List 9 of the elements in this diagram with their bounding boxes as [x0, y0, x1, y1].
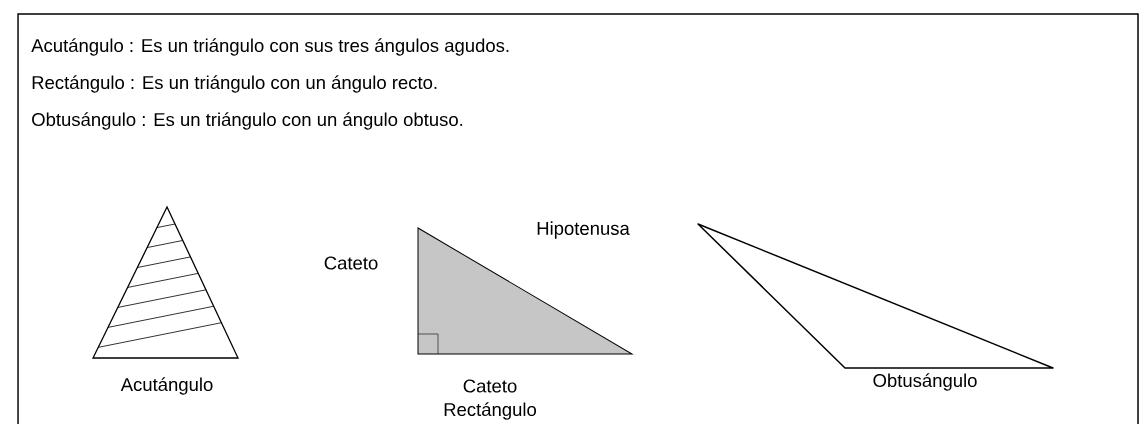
definition-text: Rectángulo : Es un triángulo con un ángulo recto. — [32, 75, 437, 93]
side-label: Cateto — [463, 379, 517, 393]
side-label: Cateto — [324, 256, 378, 270]
definition-text: Acutángulo : Es un triángulo con sus tres ángulos agudos. — [31, 38, 509, 56]
triangle-caption: Obtusángulo — [873, 373, 977, 391]
definition-text: Obtusángulo : Es un triángulo con un ángulo obtuso. — [32, 112, 463, 130]
side-label: Hipotenusa — [537, 221, 630, 239]
triangle-caption: Acutángulo — [120, 377, 213, 395]
triangle-caption: Rectángulo — [444, 402, 536, 420]
